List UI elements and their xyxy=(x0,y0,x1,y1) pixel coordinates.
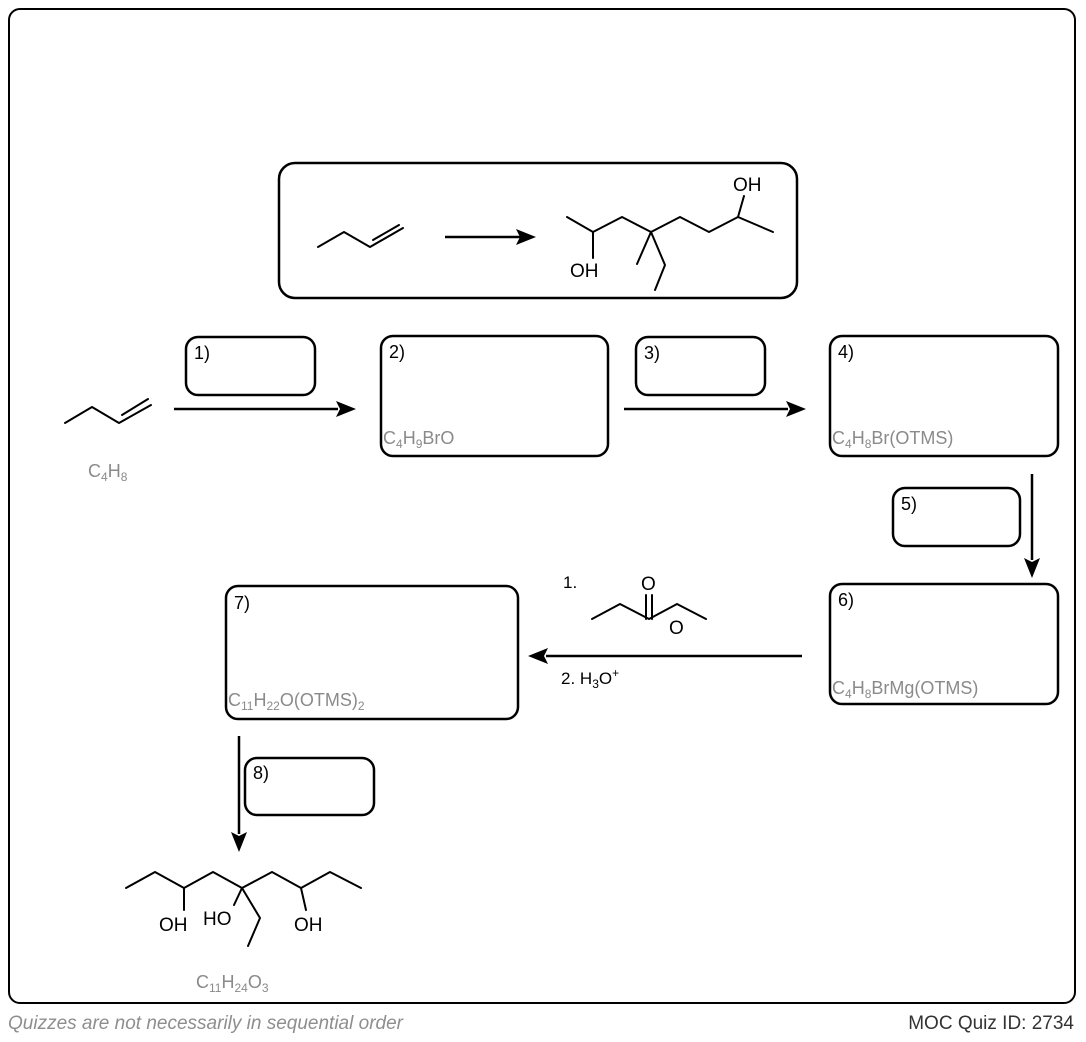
product-ho-center: HO xyxy=(203,909,232,930)
overview-box xyxy=(277,161,799,300)
step6-label: 6) xyxy=(838,590,854,610)
arrowhead-1-2 xyxy=(336,401,356,417)
condition-step-1-number: 1. xyxy=(563,573,577,592)
box2-formula: C4H9BrO xyxy=(383,428,454,451)
step8-reagent-box xyxy=(243,756,376,817)
step1-reagent-box xyxy=(184,335,317,397)
step4-label: 4) xyxy=(838,342,854,362)
ester-skeleton xyxy=(591,603,707,620)
step1-label: 1) xyxy=(194,343,210,363)
start-formula: C4H8 xyxy=(88,461,128,484)
product-oh-bond-center xyxy=(233,887,243,906)
arrowhead-6-7 xyxy=(528,648,548,664)
intermediate-7-box xyxy=(224,584,520,721)
step5-reagent-box xyxy=(891,486,1022,548)
final-product: OH HO OH C11H24O3 xyxy=(125,871,362,995)
box6-formula: C4H8BrMg(OTMS) xyxy=(832,678,978,701)
intermediate-6-box xyxy=(828,582,1060,706)
box7-formula: C11H22O(OTMS)2 xyxy=(228,690,365,713)
product-formula: C11H24O3 xyxy=(196,972,269,995)
butene-skeleton xyxy=(64,404,152,424)
product-oh-left: OH xyxy=(159,915,188,936)
step8-label: 8) xyxy=(253,763,269,783)
diagram-frame xyxy=(8,8,1076,1004)
arrowhead-2-4 xyxy=(786,401,806,417)
overview-butene xyxy=(317,227,404,248)
quiz-id: MOC Quiz ID: 2734 xyxy=(908,1013,1074,1034)
ester-oxygen: O xyxy=(669,618,684,639)
overview-oh-left: OH xyxy=(570,261,599,282)
product-ethyl xyxy=(241,887,261,947)
product-main-chain xyxy=(125,871,362,889)
step7-label: 7) xyxy=(234,593,250,613)
overview-arrowhead xyxy=(516,229,536,245)
overview-methyl xyxy=(636,231,652,265)
arrowhead-4-6 xyxy=(1024,558,1040,578)
butene-double-bond xyxy=(121,398,149,416)
starting-material: C4H8 xyxy=(64,398,152,484)
intermediate-4-box xyxy=(828,334,1060,458)
box4-formula: C4H8Br(OTMS) xyxy=(832,428,953,451)
product-oh-bond-right xyxy=(300,887,307,911)
overview-butene-double xyxy=(372,224,400,241)
overview-oh-right: OH xyxy=(733,175,762,196)
step2-label: 2) xyxy=(389,342,405,362)
step3-reagent-box xyxy=(634,335,767,397)
overview-ethyl xyxy=(650,231,666,291)
product-oh-right: OH xyxy=(294,915,323,936)
step5-label: 5) xyxy=(901,494,917,514)
carbonyl-oxygen: O xyxy=(641,574,656,595)
step6-conditions: 1. O O 2. H3O+ xyxy=(561,573,707,691)
overview-target-chain xyxy=(566,216,774,233)
intermediate-2-box xyxy=(379,334,610,458)
overview-oh-bond-right xyxy=(737,195,745,218)
step3-label: 3) xyxy=(644,343,660,363)
condition-step-2: 2. H3O+ xyxy=(561,666,619,691)
overview-panel: OH OH xyxy=(277,161,799,300)
footer-disclaimer: Quizzes are not necessarily in sequentia… xyxy=(8,1013,403,1034)
arrowhead-7-product xyxy=(231,832,247,852)
